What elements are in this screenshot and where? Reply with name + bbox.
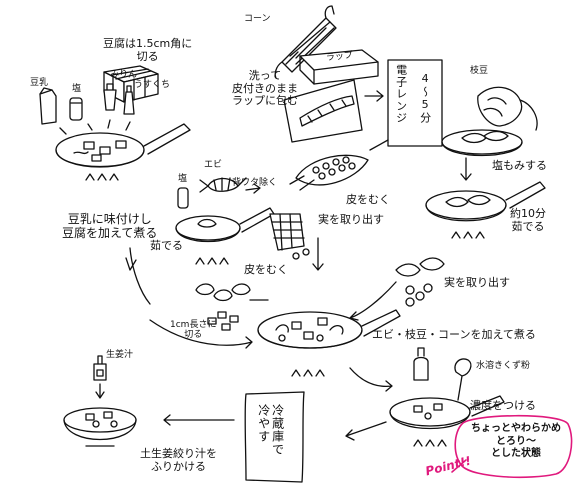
arrow-wrap-to-microwave <box>364 90 384 102</box>
take-kernels-instruction: 実を取り出す <box>318 213 384 226</box>
corn-kernels-icon <box>269 213 310 260</box>
devein-instruction: 背ワタ除く <box>232 178 278 188</box>
main-pot-icon <box>257 309 401 349</box>
soy-milk-label: 豆乳 <box>30 78 49 88</box>
salt-shaker-icon-1 <box>69 97 83 121</box>
wrap-roll-icon <box>299 49 379 85</box>
light-soy-bottle-icon <box>123 85 135 115</box>
arrow-tofu-to-pot <box>129 247 151 305</box>
salt-label-1: 塩 <box>72 84 82 94</box>
arrow-fridge-to-bowl <box>163 414 235 426</box>
cut-1cm-instruction: 1cm長さに 切る <box>170 320 217 341</box>
corn-husk-icon <box>289 154 369 191</box>
corn-cob-icon <box>274 5 337 79</box>
flame-icon-1 <box>85 173 119 181</box>
flame-icon-5 <box>413 439 447 447</box>
season-soy-instruction: 豆乳に味付けし 豆腐を加えて煮る <box>62 212 158 240</box>
flame-icon-2 <box>451 231 485 239</box>
wrapped-corn-icon <box>283 79 363 143</box>
light-soy-label: うすくち <box>134 80 171 90</box>
salt-label-2: 塩 <box>178 174 188 184</box>
point-callout-text: ちょっとやわらかめ とろり〜 とした状態 <box>471 423 561 459</box>
peeled-shrimp-icon <box>195 283 251 331</box>
fridge-box <box>244 391 305 483</box>
flame-icon-4 <box>291 369 325 377</box>
point-callout-bubble <box>451 414 573 479</box>
wash-wrap-instruction: 洗って 皮付きのまま ラップに包む <box>232 69 298 108</box>
serving-bowl-icon <box>63 407 137 447</box>
pour-ginger-instruction: 土生姜絞り汁を ふりかける <box>140 447 217 473</box>
salt-rub-instruction: 塩もみする <box>492 159 547 172</box>
tofu-cut-instruction: 豆腐は1.5cm角に 切る <box>103 37 193 63</box>
arrow-thicken-to-fridge <box>345 421 387 441</box>
flame-icon-3 <box>195 257 229 265</box>
edamame-bowl-icon <box>441 129 523 157</box>
mirin-label: みりん <box>110 70 138 80</box>
edamame-hand-icon <box>477 86 538 131</box>
arrow-edamame-down <box>460 157 472 181</box>
ginger-juice-bottle-icon <box>93 355 107 381</box>
microwave-box <box>387 59 443 147</box>
arrow-main-to-thicken <box>349 367 393 392</box>
shrimp-label: エビ <box>204 160 223 170</box>
edamame-pot-icon <box>425 181 546 222</box>
tofu-pot-icon <box>55 123 191 168</box>
thicken-pot-icon <box>389 395 505 430</box>
kuzu-label: 水溶きくず粉 <box>476 361 531 371</box>
corn-label: コーン <box>244 14 271 24</box>
microwave-time-label: 4〜5分 <box>418 72 432 124</box>
kuzu-bottle-icon <box>413 347 429 381</box>
microwave-label: 電子レンジ <box>394 64 408 124</box>
arrow-corn-microwave <box>369 139 389 151</box>
boil-shrimp-instruction: 茹でる <box>150 239 183 252</box>
soy-milk-carton-icon <box>39 87 57 125</box>
ginger-juice-label: 生姜汁 <box>106 350 134 360</box>
boil-10-instruction: 約10分 茹でる <box>510 207 546 233</box>
arrow-tofu-pot-to-main <box>149 319 253 349</box>
ladle-icon <box>454 358 472 401</box>
peel-shrimp-instruction: 皮をむく <box>244 263 288 276</box>
take-beans-instruction: 実を取り出す <box>444 276 510 289</box>
add-all-instruction: エビ・枝豆・コーンを加えて煮る <box>372 328 536 341</box>
thicken-instruction: 濃度をつける <box>470 399 536 412</box>
edamame-label: 枝豆 <box>470 66 489 76</box>
mirin-bottle-icon <box>103 83 117 111</box>
arrow-devein <box>245 183 261 194</box>
chill-instruction: 冷蔵庫で 冷やす <box>256 404 285 456</box>
edamame-pods-icon <box>395 257 445 307</box>
peel-husk-instruction: 皮をむく <box>346 193 390 206</box>
shrimp-icon <box>199 177 247 193</box>
arrow-kernels-down <box>312 237 324 271</box>
shrimp-pot-icon <box>175 207 275 243</box>
salt-shaker-icon-2 <box>177 187 189 209</box>
